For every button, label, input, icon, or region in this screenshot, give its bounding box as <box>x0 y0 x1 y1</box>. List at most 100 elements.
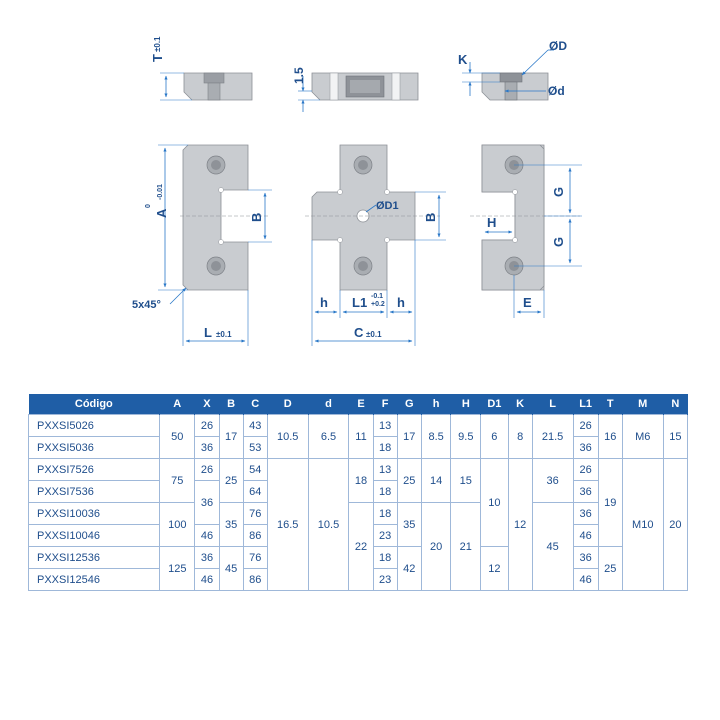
label-A-tol-bot: -0.01 <box>157 184 164 200</box>
column-header: D1 <box>480 394 509 415</box>
table-cell: 86 <box>242 568 268 591</box>
table-cell: 6 <box>480 414 509 459</box>
label-C: C <box>354 325 364 340</box>
label-L-tol: ±0.1 <box>216 330 232 339</box>
product-code-cell: PXXSI12536 <box>27 546 161 569</box>
table-cell: 25 <box>597 546 623 591</box>
table-cell: 9.5 <box>450 414 482 459</box>
product-code-cell: PXXSI10046 <box>27 524 161 547</box>
table-cell: 25 <box>396 458 422 503</box>
label-H: H <box>487 215 496 230</box>
label-h-left: h <box>320 295 328 310</box>
label-chamfer: 5x45° <box>132 299 161 311</box>
table-cell: 12 <box>507 458 533 591</box>
table-cell: 36 <box>572 436 599 459</box>
cross-view-middle: ØD1 B h L1 -0.1 +0.2 h C ±0.1 <box>305 144 446 346</box>
table-cell: 18 <box>372 480 398 503</box>
plate-view-left: A 0 -0.01 B 5x45° L ±0.1 <box>132 144 272 346</box>
table-cell: 10 <box>480 458 509 547</box>
label-G-bottom: G <box>551 237 566 247</box>
label-L: L <box>204 325 212 340</box>
label-B-left: B <box>249 213 264 222</box>
table-cell: 23 <box>372 568 398 591</box>
label-T-tol: ±0.1 <box>153 36 162 52</box>
column-header: L <box>532 394 574 415</box>
table-cell: 46 <box>194 568 220 591</box>
label-L1-tol-top: -0.1 <box>371 293 383 300</box>
column-header: X <box>194 394 220 415</box>
label-G-top: G <box>551 187 566 197</box>
table-cell: 14 <box>420 458 452 503</box>
table-cell: 16 <box>597 414 623 459</box>
table-cell: 23 <box>372 524 398 547</box>
table-cell: 50 <box>159 414 196 459</box>
column-header: A <box>159 394 196 415</box>
column-header: D <box>267 394 309 415</box>
table-cell: 35 <box>396 502 422 547</box>
table-cell: 36 <box>531 458 574 503</box>
table-cell: 17 <box>218 414 244 459</box>
table-cell: 36 <box>194 480 220 525</box>
table-cell: 54 <box>242 458 268 481</box>
label-d: Ød <box>548 84 565 98</box>
label-E: E <box>523 295 532 310</box>
column-header: M <box>622 394 664 415</box>
label-1-5: 1.5 <box>292 67 306 84</box>
table-cell: 21 <box>450 502 482 591</box>
table-cell: M10 <box>621 458 664 591</box>
column-header: F <box>373 394 398 415</box>
table-cell: 35 <box>218 502 244 547</box>
label-h-right: h <box>397 295 405 310</box>
table-cell: 76 <box>242 546 268 569</box>
table-cell: 36 <box>194 436 220 459</box>
column-header: E <box>348 394 374 415</box>
table-cell: 36 <box>572 502 599 525</box>
table-cell: 16.5 <box>266 458 309 591</box>
column-header: L1 <box>573 394 599 415</box>
side-view-right: K ØD Ød <box>458 39 567 101</box>
label-C-tol: ±0.1 <box>366 330 382 339</box>
table-cell: 36 <box>572 480 599 503</box>
table-cell: 25 <box>218 458 244 503</box>
table-cell: 100 <box>159 502 196 547</box>
table-cell: 21.5 <box>531 414 574 459</box>
table-cell: 10.5 <box>266 414 309 459</box>
table-cell: 15 <box>662 414 689 459</box>
table-cell: 46 <box>572 568 599 591</box>
table-row: PXXSI12546 46 86 23 46 <box>27 568 688 591</box>
product-code-cell: PXXSI7526 <box>27 458 161 481</box>
table-cell: 20 <box>420 502 452 591</box>
table-cell: 13 <box>372 458 398 481</box>
column-header: H <box>450 394 482 415</box>
column-header: K <box>508 394 533 415</box>
table-cell: 12 <box>480 546 509 591</box>
label-B-middle: B <box>423 213 438 222</box>
column-header: G <box>397 394 422 415</box>
column-header: Código <box>28 394 161 415</box>
label-A: A <box>154 208 169 218</box>
table-cell: 20 <box>662 458 689 591</box>
table-cell: 46 <box>572 524 599 547</box>
table-cell: 26 <box>194 414 220 437</box>
column-header: B <box>219 394 244 415</box>
column-header: h <box>421 394 452 415</box>
table-cell: 17 <box>396 414 422 459</box>
table-cell: 42 <box>396 546 422 591</box>
table-cell: 125 <box>159 546 196 591</box>
front-view-middle: 1.5 <box>292 67 419 112</box>
label-A-tol-top: 0 <box>145 204 152 208</box>
table-cell: 18 <box>348 458 374 503</box>
column-header: N <box>663 394 689 415</box>
table-cell: 36 <box>194 546 220 569</box>
table-cell: 18 <box>372 436 398 459</box>
table-cell: 36 <box>572 546 599 569</box>
product-code-cell: PXXSI12546 <box>27 568 161 591</box>
product-code-cell: PXXSI5026 <box>27 414 161 437</box>
table-cell: M6 <box>621 414 664 459</box>
column-header: C <box>243 394 268 415</box>
